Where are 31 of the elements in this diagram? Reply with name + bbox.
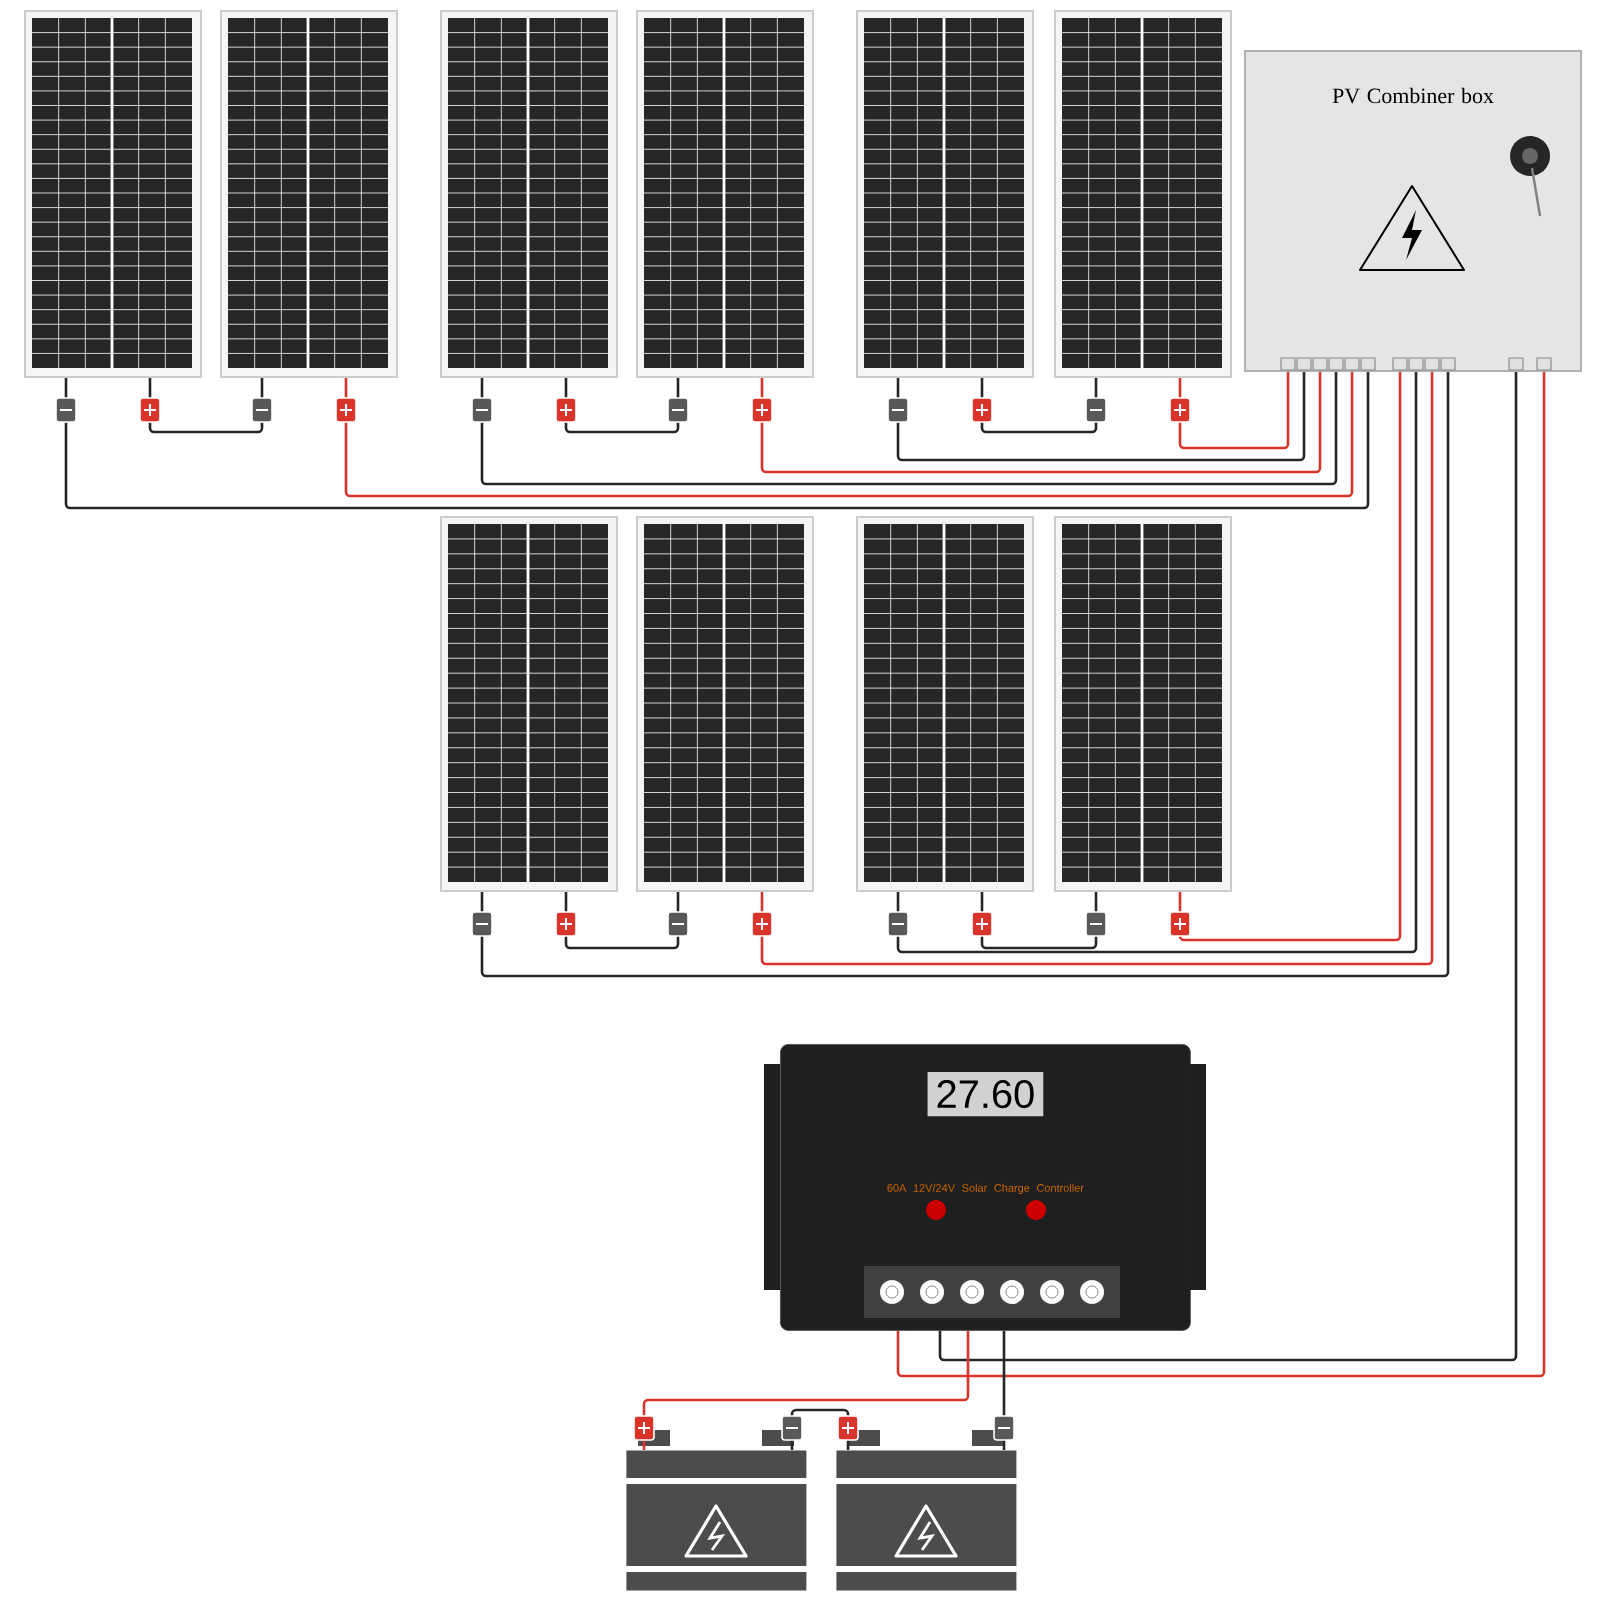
wire — [980, 892, 1098, 950]
wire — [760, 372, 1322, 474]
wire — [564, 378, 680, 434]
wire — [642, 1330, 970, 1450]
solar-panel — [636, 10, 814, 378]
solar-panel — [1054, 10, 1232, 378]
solar-panel — [440, 516, 618, 892]
wire — [896, 372, 1418, 954]
wire — [980, 378, 1098, 434]
battery — [834, 1450, 1018, 1591]
wire — [344, 372, 1354, 498]
solar-panel — [24, 10, 202, 378]
battery — [624, 1450, 808, 1591]
wire — [564, 892, 680, 950]
wire — [1178, 372, 1290, 450]
wire — [760, 372, 1434, 966]
solar-panel — [440, 10, 618, 378]
solar-panel — [856, 516, 1034, 892]
combiner-box: PV Combiner box — [1244, 50, 1583, 372]
solar-panel — [856, 10, 1034, 378]
wire — [64, 372, 1370, 510]
wire — [896, 372, 1306, 462]
wire — [1178, 372, 1402, 942]
wire — [480, 372, 1338, 486]
solar-panel — [220, 10, 398, 378]
solar-panel — [636, 516, 814, 892]
wire — [148, 378, 264, 434]
wire — [790, 1408, 850, 1450]
wire — [1002, 1330, 1006, 1450]
solar-panel — [1054, 516, 1232, 892]
wire — [480, 372, 1450, 978]
